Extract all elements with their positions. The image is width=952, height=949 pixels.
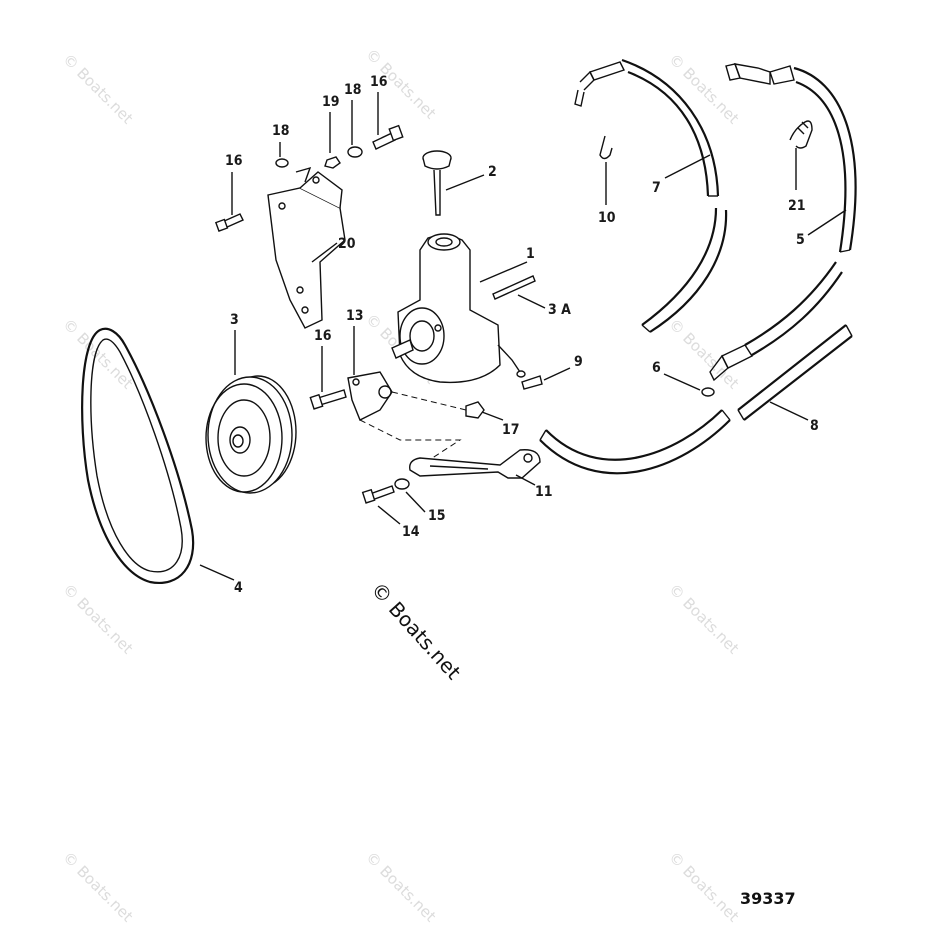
hose-7 bbox=[574, 58, 728, 333]
callout-5: 5 bbox=[796, 232, 805, 248]
dipstick-cap bbox=[422, 150, 452, 216]
callout-11: 11 bbox=[535, 484, 553, 500]
lower-bracket bbox=[409, 449, 541, 479]
watermark: © Boats.net bbox=[362, 848, 440, 926]
clip-21 bbox=[789, 120, 813, 149]
clip-10 bbox=[599, 135, 613, 160]
front-bracket bbox=[347, 371, 393, 421]
callout-10: 10 bbox=[598, 210, 616, 226]
callout-1: 1 bbox=[526, 246, 535, 262]
callout-9: 9 bbox=[574, 354, 583, 370]
callouts: 16 18 19 18 16 2 20 1 3 A 3 13 16 9 17 1… bbox=[225, 74, 819, 596]
watermark: © Boats.net bbox=[59, 50, 137, 128]
watermark: © Boats.net bbox=[665, 50, 743, 128]
nut bbox=[465, 401, 485, 419]
callout-14: 14 bbox=[402, 524, 420, 540]
callout-17: 17 bbox=[502, 422, 520, 438]
callout-3a: 3 A bbox=[548, 302, 571, 318]
callout-3: 3 bbox=[230, 312, 239, 328]
upper-hardware bbox=[214, 124, 404, 232]
watermark: © Boats.net bbox=[59, 848, 137, 926]
o-ring bbox=[701, 387, 715, 397]
hose-8 bbox=[539, 324, 853, 475]
callout-13: 13 bbox=[346, 308, 364, 324]
watermark: © Boats.net bbox=[665, 580, 743, 658]
watermark: © Boats.net bbox=[59, 315, 137, 393]
callout-4: 4 bbox=[234, 580, 243, 596]
callout-6: 6 bbox=[652, 360, 661, 376]
alignment-lines bbox=[359, 391, 467, 467]
stud bbox=[492, 275, 536, 300]
callout-18: 18 bbox=[344, 82, 362, 98]
callout-20: 20 bbox=[338, 236, 356, 252]
callout-8: 8 bbox=[810, 418, 819, 434]
upper-bracket bbox=[267, 171, 346, 329]
middle-bolt bbox=[309, 389, 347, 410]
pulley bbox=[205, 375, 297, 494]
callout-2: 2 bbox=[488, 164, 497, 180]
hose-5 bbox=[709, 63, 857, 382]
callout-19: 19 bbox=[322, 94, 340, 110]
callout-16: 16 bbox=[370, 74, 388, 90]
callout-16: 16 bbox=[314, 328, 332, 344]
fitting bbox=[521, 375, 543, 390]
steering-pump bbox=[391, 233, 526, 384]
callout-18: 18 bbox=[272, 123, 290, 139]
figure-number: 39337 bbox=[740, 889, 796, 908]
callout-15: 15 bbox=[428, 508, 446, 524]
watermark: © Boats.net bbox=[665, 848, 743, 926]
watermark: © Boats.net bbox=[59, 580, 137, 658]
drive-belt bbox=[81, 327, 195, 585]
leader-lines bbox=[199, 92, 847, 581]
callout-21: 21 bbox=[788, 198, 806, 214]
lower-hardware bbox=[361, 478, 410, 504]
callout-16: 16 bbox=[225, 153, 243, 169]
center-watermark: © Boats.net bbox=[366, 577, 466, 684]
callout-7: 7 bbox=[652, 180, 661, 196]
